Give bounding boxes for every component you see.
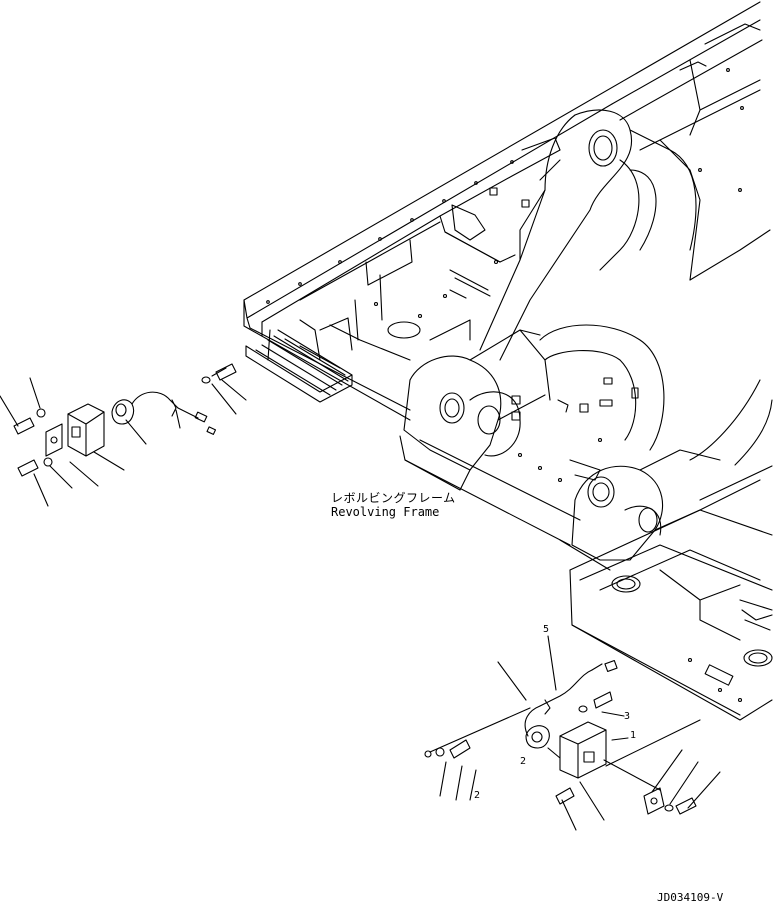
ref-label-1: 1 — [630, 730, 637, 741]
drawing-code: JD034109-V — [657, 891, 724, 904]
frame-caption-english: Revolving Frame — [331, 505, 440, 519]
left-light-assembly — [0, 363, 247, 507]
ref-label-5: 5 — [543, 624, 550, 635]
frame-front-beam — [243, 299, 411, 421]
frame-rear-box — [611, 19, 771, 281]
frame-top-deck — [243, 1, 761, 329]
ref-label-2b: 2 — [474, 790, 481, 801]
frame-caption-japanese: レボルビングフレーム — [331, 491, 456, 505]
boom-foot-bracket — [479, 109, 697, 361]
swing-circle-area — [539, 324, 665, 481]
right-light-assembly — [424, 635, 721, 831]
frame-inner-details — [299, 137, 561, 361]
ref-label-3: 3 — [624, 711, 631, 722]
ref-label-2a: 2 — [520, 756, 527, 767]
front-lower-bracket — [559, 379, 773, 571]
boom-cylinder-bracket — [399, 329, 581, 546]
rear-counter-box — [569, 509, 773, 721]
